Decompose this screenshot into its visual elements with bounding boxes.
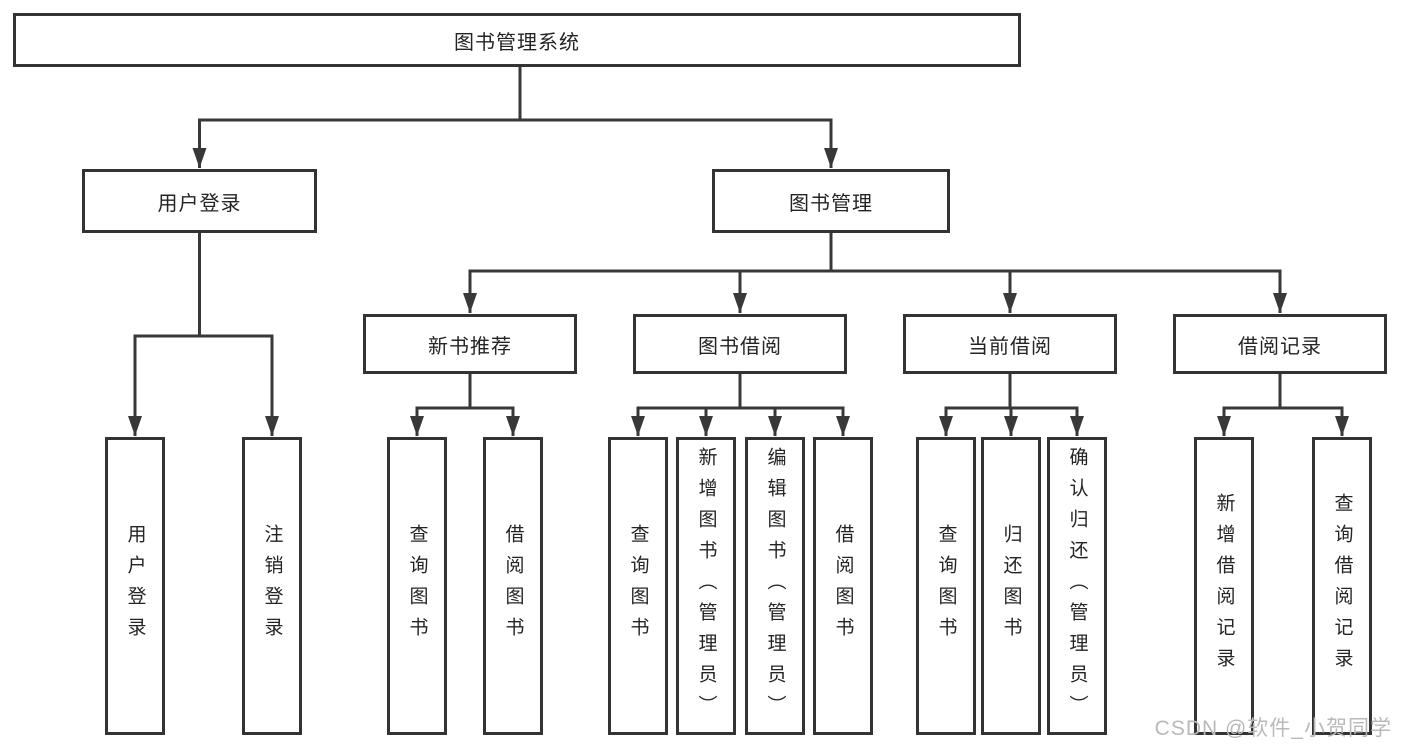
node-label: 图书管理 xyxy=(789,192,873,215)
node-label: 图书管理系统 xyxy=(454,31,580,54)
node-label: 确认归还（管理员） xyxy=(1066,446,1088,726)
node-library-management-system: 图书管理系统 xyxy=(13,13,1021,67)
node-label: 查询图书 xyxy=(627,524,649,648)
node-label: 借阅图书 xyxy=(502,524,524,648)
node-label: 查询图书 xyxy=(935,524,957,648)
csdn-watermark: CSDN @软件_小贺同学 xyxy=(1154,717,1392,740)
leaf-edit-book-admin: 编辑图书（管理员） xyxy=(745,437,805,735)
node-label: 图书借阅 xyxy=(698,335,782,358)
node-label: 新增借阅记录 xyxy=(1213,493,1235,679)
leaf-confirm-return-admin: 确认归还（管理员） xyxy=(1047,437,1107,735)
node-label: 归还图书 xyxy=(1000,524,1022,648)
node-label: 查询图书 xyxy=(406,524,428,648)
node-label: 借阅图书 xyxy=(832,524,854,648)
leaf-query-borrow-record: 查询借阅记录 xyxy=(1312,437,1372,735)
node-label: 用户登录 xyxy=(157,192,242,215)
node-book-management: 图书管理 xyxy=(712,169,950,233)
node-label: 当前借阅 xyxy=(968,335,1052,358)
leaf-add-borrow-record: 新增借阅记录 xyxy=(1194,437,1254,735)
node-current-borrowing: 当前借阅 xyxy=(903,314,1117,374)
node-label: 用户登录 xyxy=(124,524,146,648)
leaf-logout: 注销登录 xyxy=(242,437,302,735)
leaf-query-books-1: 查询图书 xyxy=(387,437,447,735)
leaf-borrow-books-1: 借阅图书 xyxy=(483,437,543,735)
node-label: 注销登录 xyxy=(261,524,283,648)
leaf-query-books-3: 查询图书 xyxy=(916,437,976,735)
node-label: 借阅记录 xyxy=(1238,335,1322,358)
leaf-add-book-admin: 新增图书（管理员） xyxy=(676,437,736,735)
leaf-user-login: 用户登录 xyxy=(105,437,165,735)
leaf-borrow-books-2: 借阅图书 xyxy=(813,437,873,735)
node-borrowing-records: 借阅记录 xyxy=(1173,314,1387,374)
leaf-query-books-2: 查询图书 xyxy=(608,437,668,735)
node-label: 查询借阅记录 xyxy=(1331,493,1353,679)
node-label: 新增图书（管理员） xyxy=(695,446,717,726)
node-new-book-recommendation: 新书推荐 xyxy=(363,314,577,374)
node-book-borrowing: 图书借阅 xyxy=(633,314,847,374)
node-label: 新书推荐 xyxy=(428,335,512,358)
node-user-login: 用户登录 xyxy=(82,169,317,233)
node-label: 编辑图书（管理员） xyxy=(764,446,786,726)
leaf-return-books: 归还图书 xyxy=(981,437,1041,735)
